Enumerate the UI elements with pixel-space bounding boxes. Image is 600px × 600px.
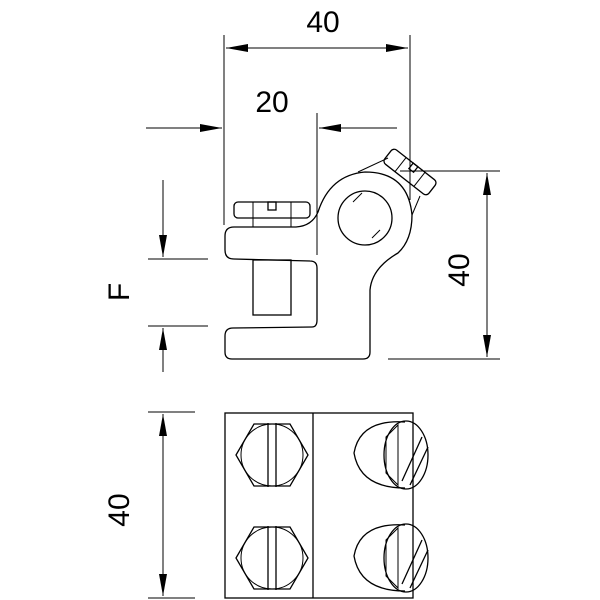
dimension-label: F: [103, 283, 136, 301]
clamp-side-view: [224, 148, 437, 360]
dimension-label: 40: [443, 253, 476, 286]
dimension-label: 20: [255, 86, 288, 119]
dimension-clamp-range: F: [103, 180, 208, 372]
hex-bolt-head: [235, 526, 309, 590]
slotted-screw-head: [353, 523, 429, 593]
dimension-label: 40: [103, 493, 136, 526]
slotted-screw-head: [353, 420, 429, 490]
clamp-top-view: [224, 412, 429, 599]
hex-bolt-head: [235, 423, 309, 487]
dimension-bottom-height: 40: [103, 411, 195, 599]
dimension-label: 40: [306, 6, 339, 39]
dimension-half-width: 20: [146, 86, 397, 255]
dimension-top-width: 40: [223, 6, 411, 225]
dimension-right-height: 40: [388, 170, 500, 360]
